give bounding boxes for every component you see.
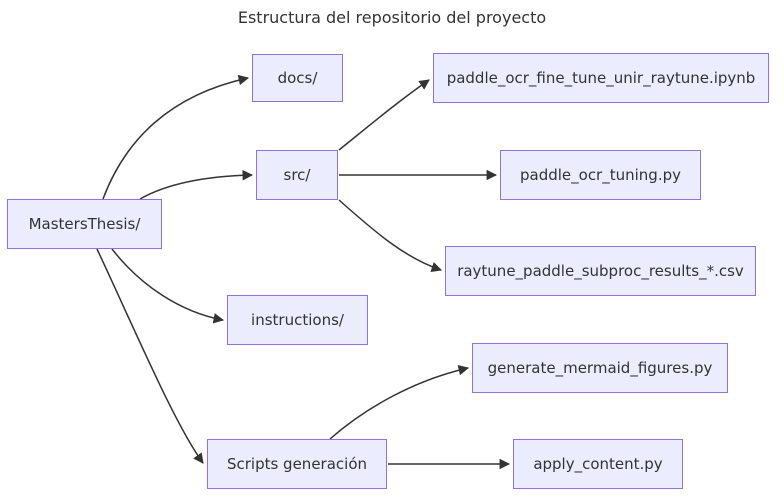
edge-src-to-ipynb (338, 79, 430, 151)
node-apply-content: apply_content.py (513, 439, 683, 489)
node-scripts-generacion: Scripts generación (207, 439, 387, 489)
node-apply-content-label: apply_content.py (533, 455, 663, 473)
diagram-title: Estructura del repositorio del proyecto (237, 8, 547, 27)
node-raytune-results-csv-label: raytune_paddle_subproc_results_*.csv (457, 262, 744, 280)
node-instructions-label: instructions/ (251, 311, 344, 329)
node-paddle-ocr-tuning-label: paddle_ocr_tuning.py (519, 166, 681, 184)
node-src: src/ (256, 150, 338, 200)
node-scripts-generacion-label: Scripts generación (226, 455, 368, 473)
node-masters-thesis-label: MastersThesis/ (28, 215, 141, 233)
node-raytune-results-csv: raytune_paddle_subproc_results_*.csv (445, 246, 756, 296)
edge-src-to-csv (338, 199, 442, 272)
node-generate-mermaid-figures-label: generate_mermaid_figures.py (487, 359, 713, 377)
node-instructions: instructions/ (227, 295, 368, 345)
node-paddle-ocr-fine-tune-notebook-label: paddle_ocr_fine_tune_unir_raytune.ipynb (446, 69, 756, 87)
node-paddle-ocr-fine-tune-notebook: paddle_ocr_fine_tune_unir_raytune.ipynb (433, 53, 769, 103)
node-docs: docs/ (252, 54, 343, 102)
node-src-label: src/ (283, 166, 311, 184)
edge-masters-to-scripts (96, 248, 204, 464)
node-docs-label: docs/ (277, 69, 318, 87)
node-masters-thesis: MastersThesis/ (7, 199, 162, 249)
edge-masters-to-instructions (111, 248, 225, 324)
edge-masters-to-docs (102, 74, 250, 200)
node-paddle-ocr-tuning: paddle_ocr_tuning.py (500, 150, 701, 200)
edge-scripts-to-generate (329, 364, 470, 440)
edge-masters-to-src (139, 169, 254, 200)
node-generate-mermaid-figures: generate_mermaid_figures.py (472, 343, 728, 393)
